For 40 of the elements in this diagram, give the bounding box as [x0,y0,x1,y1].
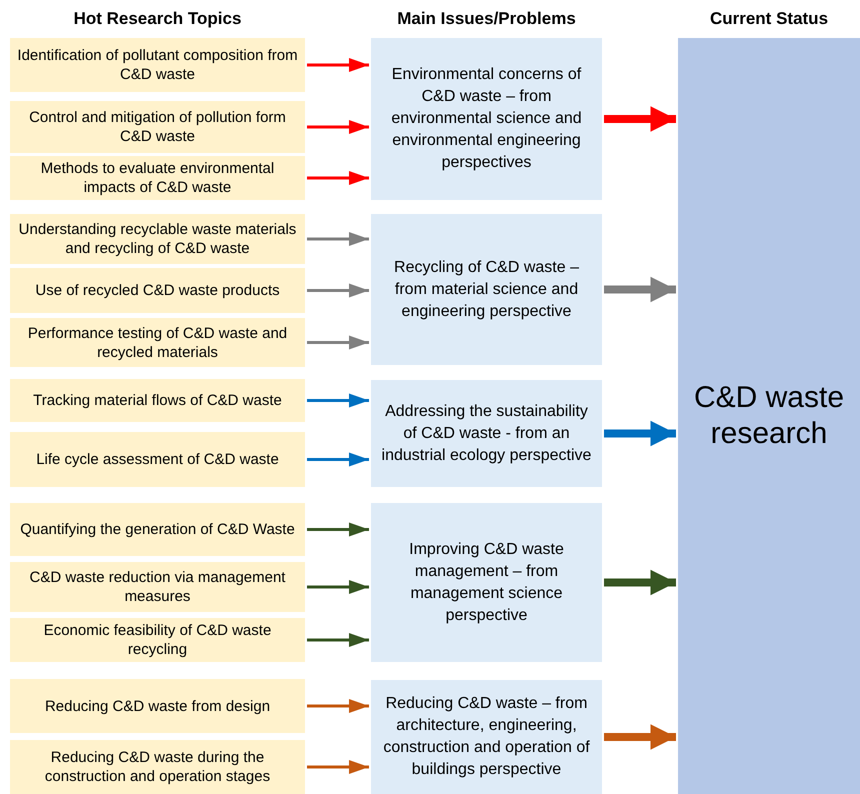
arrow [604,420,676,446]
arrow [307,394,369,408]
arrow [307,522,369,536]
arrow [307,452,369,466]
arrow [307,580,369,594]
arrow [307,699,369,713]
status-box: C&D waste research [678,38,860,794]
topic-box: Understanding recyclable waste materials and recycling of C&D waste [10,214,305,264]
topic-box: Performance testing of C&D waste and recycled materials [10,318,305,367]
arrow [307,284,369,298]
column-header: Hot Research Topics [72,9,242,29]
column-header: Current Status [708,9,830,29]
issue-box: Reducing C&D waste – from architecture, engineering, construction and operation of buildings perspective [371,680,602,794]
arrow [307,171,369,185]
arrow [604,106,676,132]
topic-box: C&D waste reduction via management measures [10,562,305,612]
topic-box: Use of recycled C&D waste products [10,268,305,313]
issue-box: Environmental concerns of C&D waste – from environmental science and environmental engineering perspectives [371,38,602,200]
arrow [307,760,369,774]
issue-box: Addressing the sustainability of C&D waste - from an industrial ecology perspective [371,380,602,487]
topic-box: Methods to evaluate environmental impacts of C&D waste [10,156,305,200]
issue-box: Improving C&D waste management – from management science perspective [371,503,602,662]
arrow [307,232,369,246]
arrow [307,58,369,72]
topic-box: Control and mitigation of pollution form C&D waste [10,101,305,153]
issue-box: Recycling of C&D waste – from material science and engineering perspective [371,214,602,365]
topic-box: Life cycle assessment of C&D waste [10,432,305,487]
arrow [307,120,369,134]
topic-box: Identification of pollutant composition from C&D waste [10,38,305,92]
arrow [604,276,676,302]
arrow [307,633,369,647]
arrow [604,570,676,596]
topic-box: Reducing C&D waste during the construction and operation stages [10,740,305,794]
arrow [307,336,369,350]
topic-box: Economic feasibility of C&D waste recycling [10,618,305,662]
topic-box: Quantifying the generation of C&D Waste [10,503,305,556]
topic-box: Reducing C&D waste from design [10,679,305,733]
topic-box: Tracking material flows of C&D waste [10,379,305,422]
arrow [604,724,676,750]
column-header: Main Issues/Problems [396,9,577,29]
